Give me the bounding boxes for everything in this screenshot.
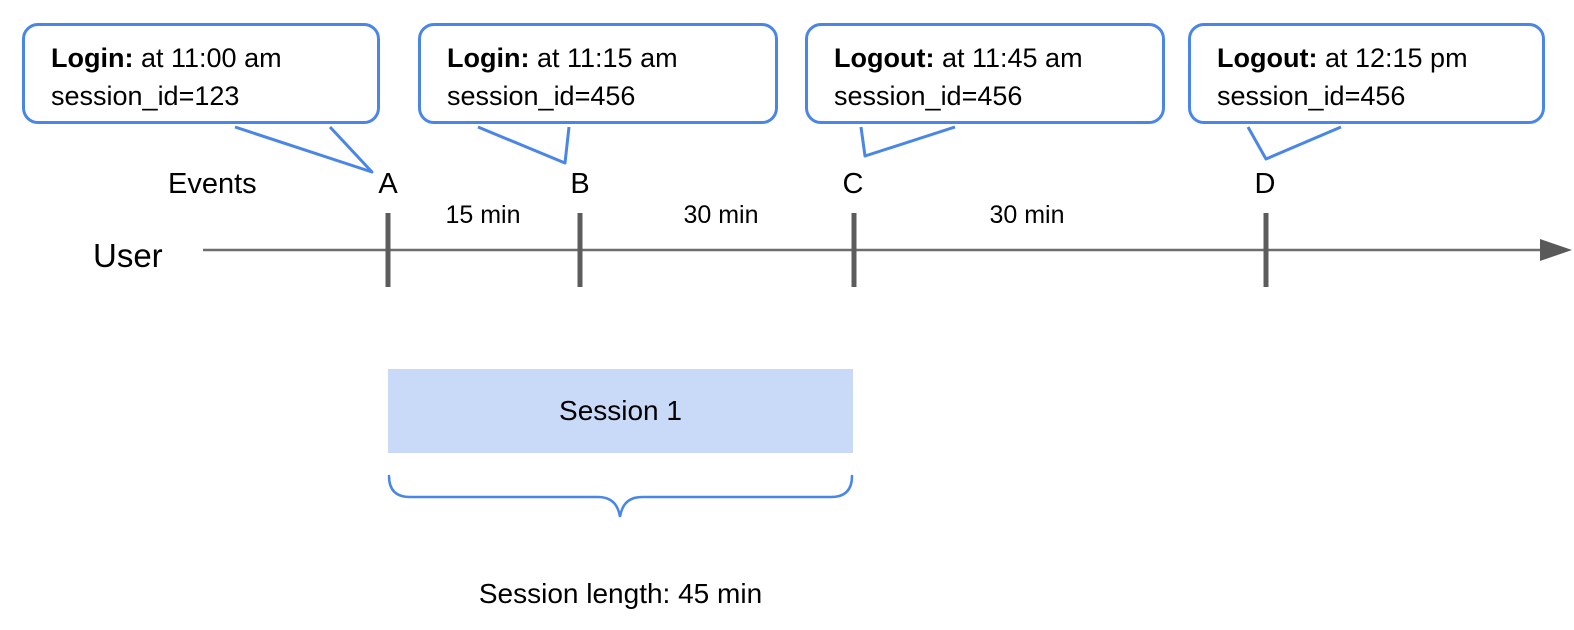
- event-detail: at 12:15 pm: [1324, 43, 1468, 73]
- interval-a-b: 15 min: [445, 201, 521, 229]
- callout-tail-icon: [234, 125, 374, 174]
- event-detail: at 11:00 am: [140, 43, 282, 73]
- session-box: Session 1: [388, 369, 853, 453]
- marker-c: C: [842, 168, 864, 200]
- event-name: Logout:: [834, 43, 935, 73]
- event-detail: at 11:45 am: [941, 43, 1083, 73]
- event-name: Logout:: [1217, 43, 1318, 73]
- session-label: Session 1: [559, 395, 682, 426]
- callout-tail-icon: [859, 125, 956, 158]
- arrowhead-icon: [1540, 239, 1572, 261]
- brace-icon: [387, 474, 854, 518]
- session-id: session_id=456: [834, 81, 1023, 111]
- event-name: Login:: [51, 43, 134, 73]
- marker-a: A: [378, 168, 398, 200]
- event-name: Login:: [447, 43, 530, 73]
- callout-login-1100: Login: at 11:00 am session_id=123: [22, 23, 380, 124]
- session-id: session_id=456: [1217, 81, 1406, 111]
- session-length-label: Session length: 45 min: [478, 578, 763, 609]
- session-id: session_id=456: [447, 81, 636, 111]
- interval-c-d: 30 min: [989, 201, 1065, 229]
- marker-b: B: [570, 168, 590, 200]
- marker-d: D: [1254, 168, 1276, 200]
- callout-text: Logout: at 12:15 pm session_id=456: [1217, 39, 1468, 115]
- user-label: User: [93, 237, 163, 274]
- event-detail: at 11:15 am: [536, 43, 678, 73]
- callout-logout-1215: Logout: at 12:15 pm session_id=456: [1188, 23, 1545, 124]
- callout-text: Login: at 11:00 am session_id=123: [51, 39, 282, 115]
- events-label: Events: [168, 168, 257, 200]
- interval-b-c: 30 min: [683, 201, 759, 229]
- callout-tail-icon: [1246, 125, 1342, 161]
- callout-logout-1145: Logout: at 11:45 am session_id=456: [805, 23, 1165, 124]
- callout-text: Login: at 11:15 am session_id=456: [447, 39, 678, 115]
- callout-login-1115: Login: at 11:15 am session_id=456: [418, 23, 778, 124]
- callout-text: Logout: at 11:45 am session_id=456: [834, 39, 1083, 115]
- callout-tail-icon: [477, 125, 571, 165]
- session-id: session_id=123: [51, 81, 240, 111]
